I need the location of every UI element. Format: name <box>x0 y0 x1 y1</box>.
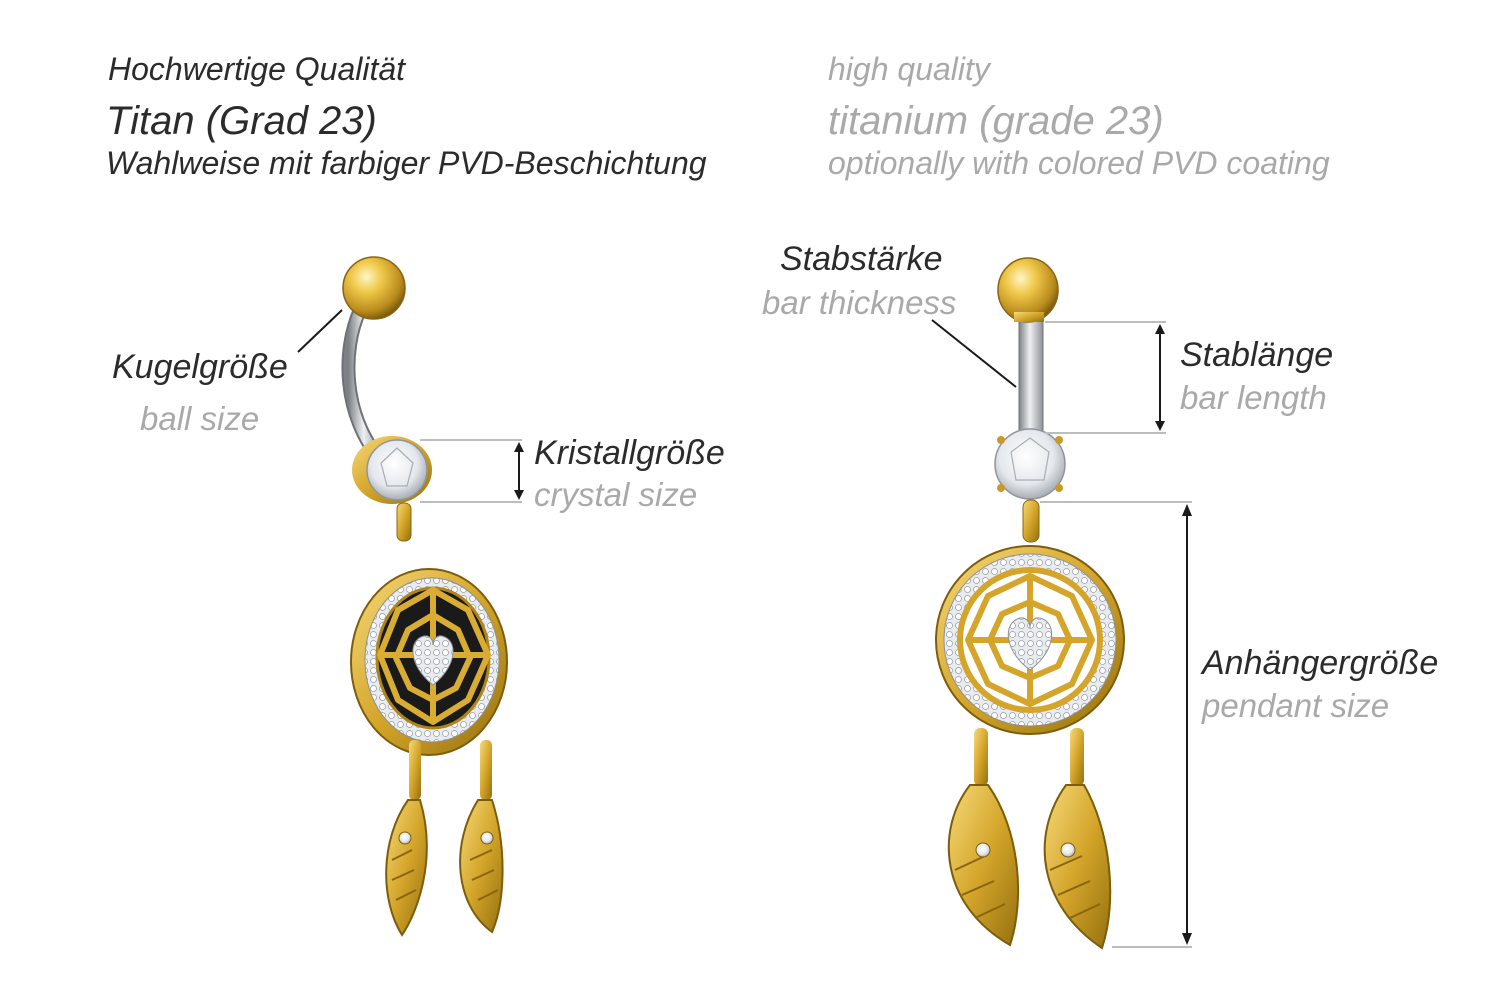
left-piercing <box>341 256 508 937</box>
bar-thickness-label-en: bar thickness <box>762 284 957 321</box>
header-quality-de: Hochwertige Qualität <box>108 51 406 87</box>
bar-length-label-de: Stablänge <box>1180 336 1334 374</box>
ball-size-label-en: ball size <box>140 400 260 437</box>
crystal-size-label-de: Kristallgröße <box>534 434 725 472</box>
dimension-lines <box>297 309 1192 948</box>
pendant-size-label-en: pendant size <box>1202 687 1390 724</box>
bar-length-label-en: bar length <box>1180 379 1327 416</box>
header-coating-en: optionally with colored PVD coating <box>828 145 1330 181</box>
ball-size-label-de: Kugelgröße <box>112 348 288 386</box>
header-material-de: Titan (Grad 23) <box>106 99 377 143</box>
crystal-size-label-en: crystal size <box>534 476 698 513</box>
bar-thickness-label-de: Stabstärke <box>780 240 943 278</box>
header-coating-de: Wahlweise mit farbiger PVD-Beschichtung <box>106 145 707 181</box>
pendant-size-label-de: Anhängergröße <box>1202 644 1439 682</box>
right-piercing <box>935 257 1125 950</box>
header-quality-en: high quality <box>828 51 990 87</box>
header-material-en: titanium (grade 23) <box>828 99 1164 143</box>
